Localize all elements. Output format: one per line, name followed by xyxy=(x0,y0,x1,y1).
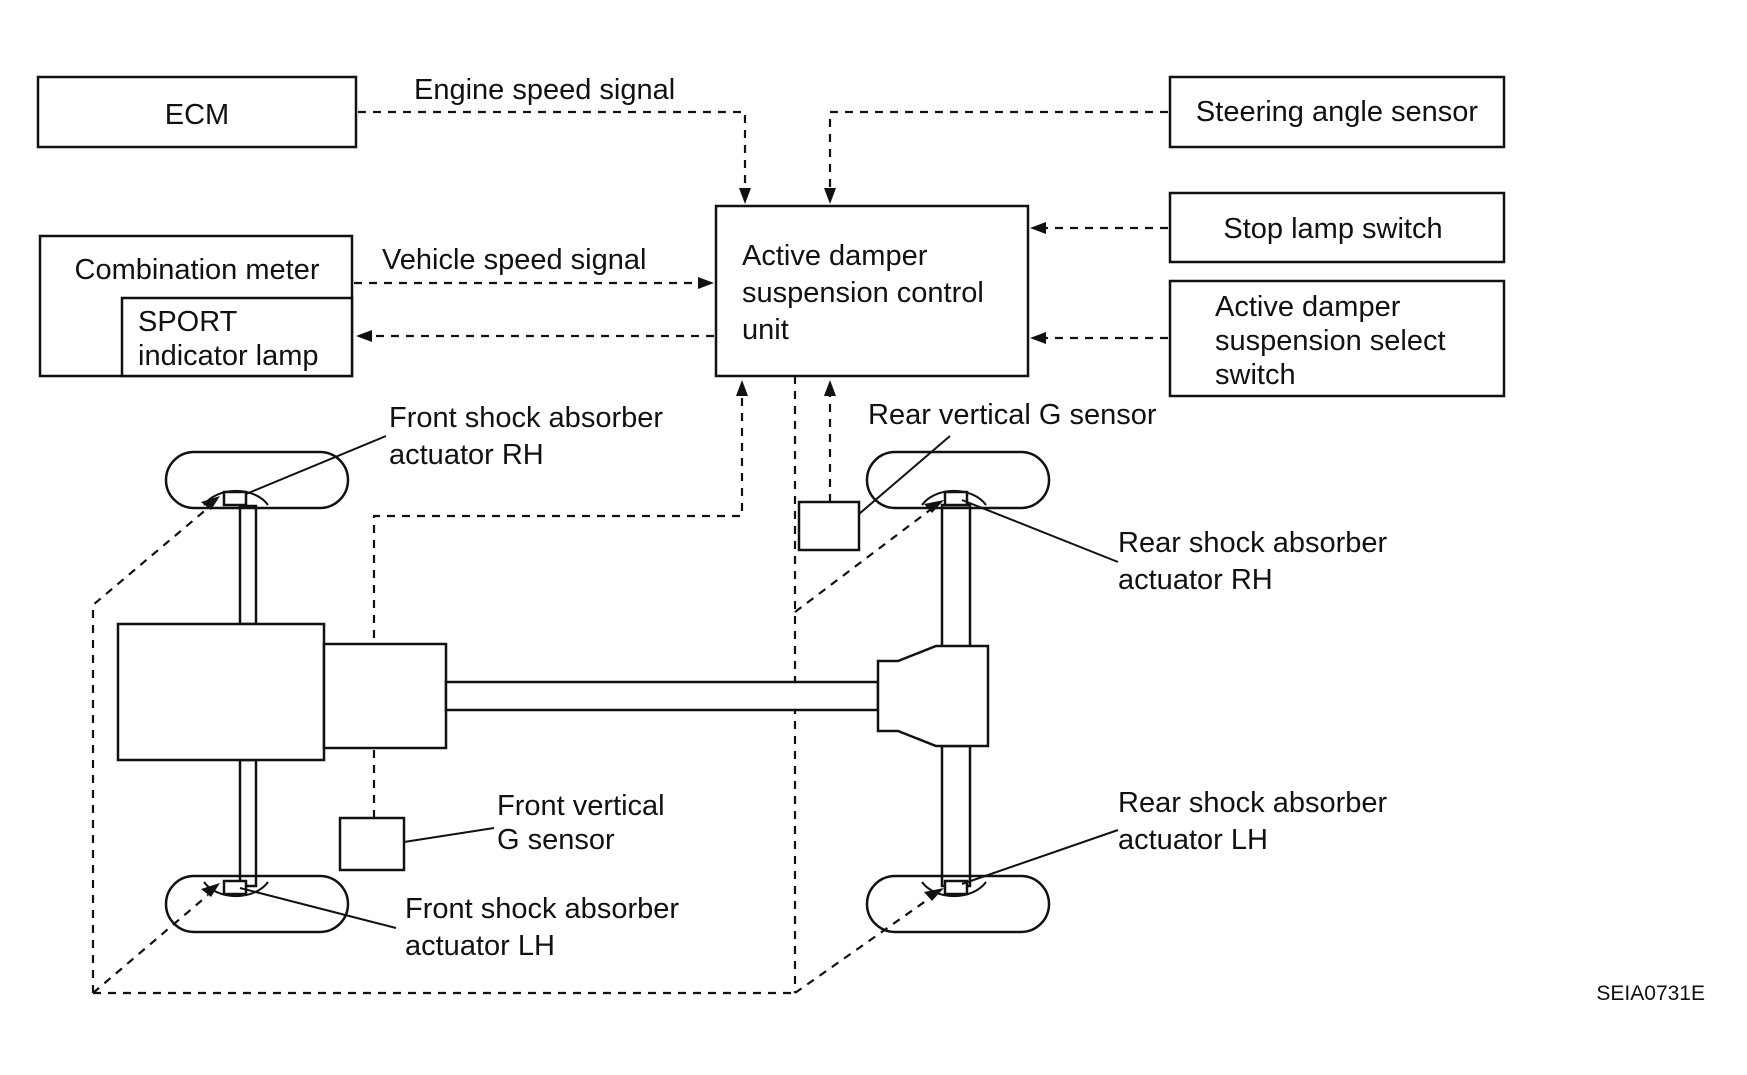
rear-lh-shock-arc xyxy=(921,881,987,898)
stop-lamp-switch-label: Stop lamp switch xyxy=(1223,213,1442,245)
engine-speed-signal-label: Engine speed signal xyxy=(414,74,675,106)
rear-lh-actuator-line xyxy=(794,897,931,994)
control-unit-box xyxy=(714,204,1030,378)
rear-shock-rh-leader xyxy=(961,499,1119,563)
propeller-shaft xyxy=(444,680,880,712)
stop-lamp-arrowhead xyxy=(1030,222,1046,234)
rear-vertical-g-sensor xyxy=(797,500,861,552)
select-switch-line-1: Active damper xyxy=(1215,291,1401,323)
front-axle-upper xyxy=(238,504,258,626)
engine-speed-arrowhead xyxy=(739,188,751,204)
front-g-sensor-leader xyxy=(403,827,495,843)
rear-g-sensor-leader xyxy=(858,435,951,515)
rear-rh-actuator xyxy=(943,490,969,507)
vehicle-speed-arrowhead xyxy=(698,277,714,289)
sport-indicator-lamp-box xyxy=(120,296,354,378)
front-rh-actuator-arrowhead xyxy=(201,496,220,510)
sport-lamp-arrowhead xyxy=(356,330,372,342)
figure-code: SEIA0731E xyxy=(1596,982,1705,1005)
control-unit-line-1: Active damper xyxy=(742,240,928,272)
front-rh-actuator xyxy=(222,490,248,507)
ecm-box xyxy=(36,75,358,149)
front-g-sensor-arrowhead xyxy=(736,380,748,396)
steering-angle-sensor-box xyxy=(1168,75,1506,149)
select-switch-arrowhead xyxy=(1030,332,1046,344)
front-vertical-g-sensor xyxy=(338,816,406,872)
rear-rh-wheel xyxy=(865,450,1051,510)
front-shock-rh-label-2: actuator RH xyxy=(389,439,544,471)
front-g-sensor-label-1: Front vertical xyxy=(497,790,665,822)
steering-angle-sensor-label: Steering angle sensor xyxy=(1196,96,1478,128)
front-shock-lh-leader xyxy=(239,887,397,929)
select-switch-line-2: suspension select xyxy=(1215,325,1446,357)
control-unit-line-2: suspension control xyxy=(742,277,984,309)
front-lh-actuator-line xyxy=(92,894,209,994)
ecm-label: ECM xyxy=(165,99,229,131)
sport-indicator-lamp-line-2: indicator lamp xyxy=(138,340,319,372)
rear-shock-lh-label-1: Rear shock absorber xyxy=(1118,787,1388,819)
rear-g-sensor-label: Rear vertical G sensor xyxy=(868,399,1157,431)
front-axle-lower xyxy=(238,758,258,888)
rear-rh-actuator-line xyxy=(794,509,931,613)
select-switch-line-3: switch xyxy=(1215,359,1296,391)
select-switch-box xyxy=(1168,279,1506,398)
rear-shock-rh-label-1: Rear shock absorber xyxy=(1118,527,1388,559)
engine-speed-signal-line xyxy=(358,110,747,190)
rear-axle-upper xyxy=(940,503,972,649)
front-shock-lh-label-1: Front shock absorber xyxy=(405,893,679,925)
rear-differential xyxy=(876,644,990,748)
vehicle-speed-signal-label: Vehicle speed signal xyxy=(382,244,646,276)
sport-indicator-lamp-line-1: SPORT xyxy=(138,306,238,338)
rear-lh-actuator xyxy=(943,879,969,896)
rear-g-sensor-arrowhead xyxy=(824,380,836,396)
front-shock-lh-label-2: actuator LH xyxy=(405,930,555,962)
transmission xyxy=(322,642,448,750)
rear-shock-lh-leader xyxy=(961,829,1119,885)
rear-shock-rh-label-2: actuator RH xyxy=(1118,564,1273,596)
combination-meter-label: Combination meter xyxy=(75,254,320,286)
front-shock-rh-leader xyxy=(245,435,387,495)
rear-lh-wheel xyxy=(865,874,1051,934)
front-shock-rh-label-1: Front shock absorber xyxy=(389,402,663,434)
front-lh-actuator-arrowhead xyxy=(201,883,220,897)
rear-shock-lh-label-2: actuator LH xyxy=(1118,824,1268,856)
rear-lh-actuator-arrowhead xyxy=(924,888,944,901)
front-g-sensor-label-2: G sensor xyxy=(497,824,615,856)
rear-axle-lower xyxy=(940,744,972,888)
engine-block xyxy=(116,622,326,762)
front-lh-wheel xyxy=(164,874,350,934)
rear-rh-actuator-arrowhead xyxy=(924,500,944,513)
front-lh-shock-arc xyxy=(203,881,269,898)
control-unit-line-3: unit xyxy=(742,314,789,346)
front-lh-actuator xyxy=(222,879,248,896)
steering-angle-arrowhead xyxy=(824,188,836,204)
front-rh-wheel xyxy=(164,450,350,510)
steering-angle-signal-line xyxy=(828,110,1168,190)
stop-lamp-switch-box xyxy=(1168,191,1506,264)
